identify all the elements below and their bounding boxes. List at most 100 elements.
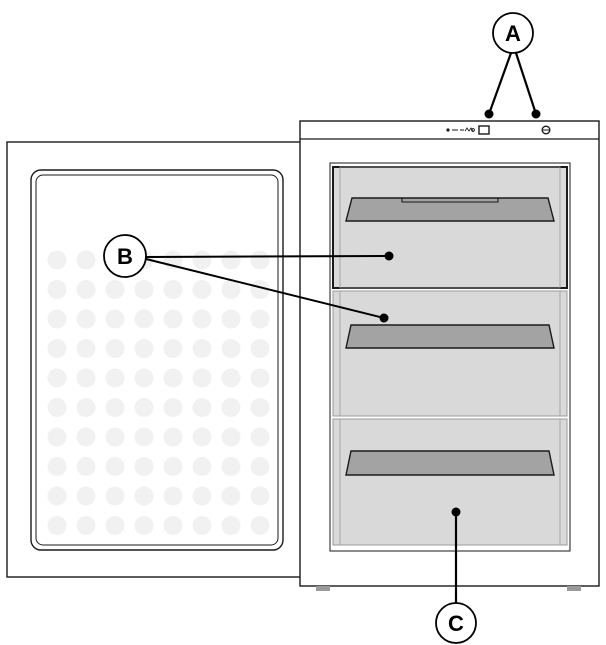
- drawer-bottom-front: [332, 418, 568, 546]
- callout-a-pointer-icon: [531, 109, 541, 119]
- indicator-light-icon: [471, 128, 475, 132]
- door-dot: [221, 309, 241, 329]
- control-button[interactable]: [478, 125, 490, 135]
- callout-c-pointer-icon: [451, 507, 461, 517]
- door-dot: [105, 368, 125, 388]
- door-dot: [163, 280, 183, 299]
- drawer-middle-front: [332, 290, 568, 417]
- door-dot: [192, 309, 212, 329]
- callout-c: C: [435, 507, 477, 644]
- door-dot: [47, 486, 67, 506]
- control-panel: [446, 125, 551, 135]
- door-dot: [163, 516, 183, 535]
- door-gasket-inner: [35, 174, 279, 546]
- door-dot: [47, 309, 67, 329]
- cabinet-foot-right: [567, 586, 581, 591]
- indicator-light-icon: [446, 128, 450, 132]
- cabinet-foot-left: [316, 586, 330, 591]
- door-dot: [163, 398, 183, 417]
- door-dot: [192, 516, 212, 535]
- door-dot: [221, 516, 241, 535]
- door-dot: [250, 427, 270, 447]
- door-dot: [192, 486, 212, 506]
- door-dot: [47, 368, 67, 388]
- door-dot: [221, 339, 241, 358]
- door-dot: [76, 368, 96, 388]
- door-dot: [250, 250, 270, 270]
- callout-a-leader-left: [487, 52, 513, 115]
- door-dot: [221, 280, 241, 299]
- door-dot: [250, 486, 270, 506]
- door-dot: [105, 457, 125, 476]
- drawer-middle[interactable]: [332, 290, 568, 417]
- door-dot: [134, 368, 154, 388]
- door-dot: [163, 427, 183, 447]
- door-dot: [105, 486, 125, 506]
- door-dot: [221, 250, 241, 270]
- callout-b-pointer-icon: [379, 313, 389, 323]
- door-dot: [76, 516, 96, 535]
- freezer-cabinet: [299, 120, 600, 591]
- door-dot: [250, 309, 270, 329]
- door-dot: [250, 457, 270, 476]
- door-dot: [134, 339, 154, 358]
- door-dot: [47, 457, 67, 476]
- door-dot: [192, 250, 212, 270]
- callout-a-label: A: [505, 21, 521, 46]
- drawer-top-handle[interactable]: [345, 197, 555, 222]
- door-dot: [192, 339, 212, 358]
- callout-b-leader-bottom: [145, 258, 385, 319]
- drawer-middle-handle[interactable]: [345, 324, 555, 349]
- drawer-top-handle-slot: [401, 198, 499, 203]
- callout-c-label: C: [448, 611, 464, 636]
- door-dot: [47, 398, 67, 417]
- door-dot: [105, 339, 125, 358]
- door-dot: [47, 516, 67, 535]
- door-dot: [76, 398, 96, 417]
- callout-a-leader-right: [514, 52, 538, 115]
- callout-b-label: B: [117, 244, 133, 269]
- callout-c-bubble: [435, 602, 477, 644]
- door-dot: [250, 398, 270, 417]
- door-dot: [221, 398, 241, 417]
- door-dot: [134, 516, 154, 535]
- drawer-bottom-inner-line: [339, 418, 561, 546]
- door-dot: [134, 427, 154, 447]
- door-dot: [134, 457, 154, 476]
- door-dot: [221, 427, 241, 447]
- door-dot: [250, 516, 270, 535]
- door-dot: [192, 398, 212, 417]
- door-dot: [192, 457, 212, 476]
- drawer-bottom-handle[interactable]: [345, 450, 555, 476]
- door-dot: [105, 516, 125, 535]
- door-dot: [163, 309, 183, 329]
- callout-a: A: [484, 12, 541, 119]
- door-dot: [47, 427, 67, 447]
- door-dot: [105, 309, 125, 329]
- door-dot: [105, 427, 125, 447]
- door-dot: [47, 280, 67, 299]
- door-dot: [163, 486, 183, 506]
- door-dot: [192, 368, 212, 388]
- door-dot: [105, 398, 125, 417]
- door-dot: [221, 457, 241, 476]
- door-dot: [76, 457, 96, 476]
- door-dot: [134, 280, 154, 299]
- door-dot: [163, 457, 183, 476]
- door-dot: [192, 427, 212, 447]
- door-dot: [76, 309, 96, 329]
- door-dot: [221, 368, 241, 388]
- door-dot: [47, 250, 67, 270]
- door-dot: [76, 280, 96, 299]
- door-dot: [105, 280, 125, 299]
- door-dot: [76, 339, 96, 358]
- callout-a-bubble: [492, 12, 534, 54]
- door-dot: [250, 339, 270, 358]
- door-dot: [134, 398, 154, 417]
- door-dot: [250, 280, 270, 299]
- callout-b: B: [103, 234, 394, 323]
- drawer-bottom[interactable]: [332, 418, 568, 546]
- door-dot: [47, 339, 67, 358]
- drawer-top[interactable]: [332, 166, 568, 289]
